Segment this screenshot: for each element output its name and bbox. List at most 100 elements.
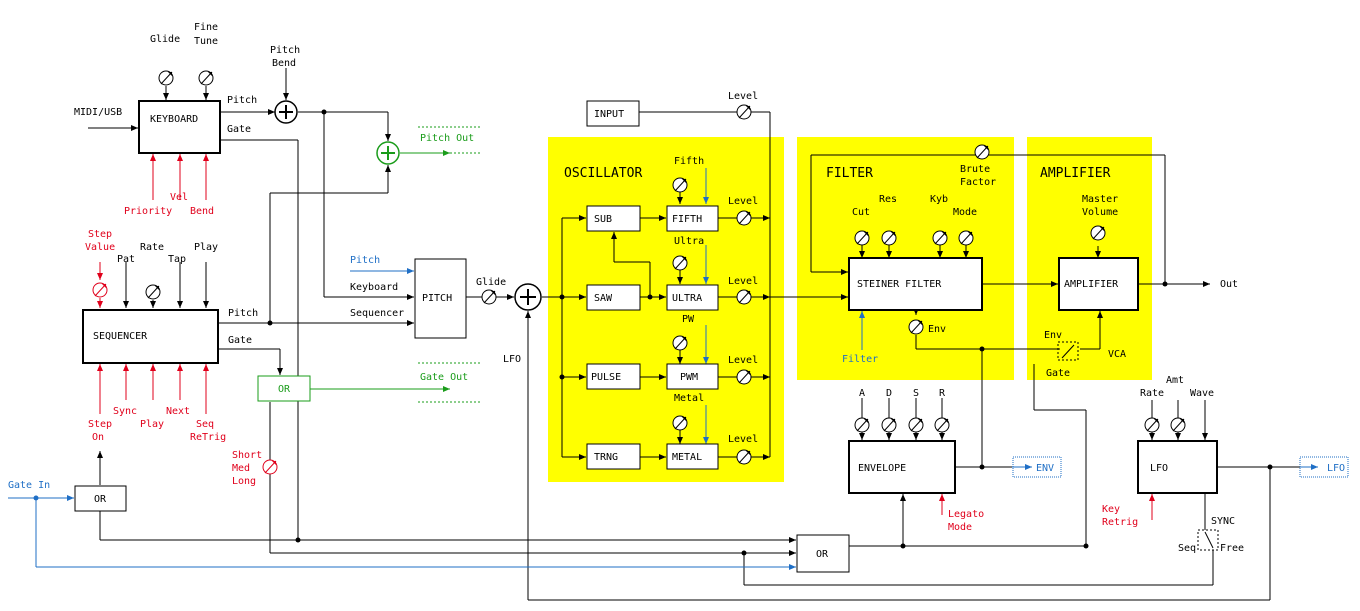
ultra-label: ULTRA: [672, 293, 702, 304]
lfo-module: [1137, 440, 1218, 494]
sub-level-knob[interactable]: [736, 210, 752, 226]
legato-mode-label-2: Mode: [948, 522, 972, 533]
lfo-amount-knob[interactable]: [1170, 417, 1186, 433]
pulse-level-knob[interactable]: [736, 369, 752, 385]
summer-keyboard: [274, 100, 298, 124]
steiner-filter-label: STEINER FILTER: [857, 279, 942, 290]
release-knob[interactable]: [934, 417, 950, 433]
sequencer-module: [82, 309, 219, 364]
knobs: [92, 70, 1186, 475]
vca-switch[interactable]: [1057, 341, 1079, 361]
seq-retrig-label-1: Seq: [196, 419, 214, 430]
envelope-module: [848, 440, 956, 494]
metal-shaper: [666, 443, 719, 470]
out-label: Out: [1220, 279, 1238, 290]
vel-label: Vel: [170, 192, 188, 203]
input-label: INPUT: [594, 109, 624, 120]
tune-label: Tune: [194, 36, 218, 47]
filter-env-knob[interactable]: [908, 319, 924, 335]
key-retrig-label-2: Retrig: [1102, 517, 1138, 528]
master-volume-label-1: Master: [1082, 194, 1118, 205]
filter-env-label: Env: [928, 324, 946, 335]
resonance-knob[interactable]: [881, 230, 897, 246]
lfo-rate-knob[interactable]: [1144, 417, 1160, 433]
amp-env-label: Env: [1044, 330, 1062, 341]
mode-knob[interactable]: [958, 230, 974, 246]
pitch-bend-label-1: Pitch: [270, 45, 300, 56]
pitch-module: [414, 258, 467, 339]
filter-blue-label: Filter: [842, 354, 878, 365]
legato-mode-label-1: Legato: [948, 509, 984, 520]
cutoff-knob[interactable]: [854, 230, 870, 246]
pulse-oscillator: [586, 363, 641, 390]
diagram-labels: Glide Fine Tune Pitch Bend MIDI/USB Pitc…: [8, 22, 1244, 554]
sequencer-pitch-label: Pitch: [228, 308, 258, 319]
saw-level-label: Level: [728, 276, 758, 287]
oscillator-section: [548, 137, 784, 482]
output-wires-green: [310, 126, 482, 403]
external-wires-blue: [8, 168, 1318, 570]
fifth-knob[interactable]: [672, 177, 688, 193]
or-gate-green-label: OR: [278, 384, 291, 395]
master-volume-knob[interactable]: [1090, 225, 1106, 241]
pitch-label: PITCH: [422, 293, 452, 304]
seq-switch-label: Seq: [1178, 543, 1196, 554]
glide-knob[interactable]: [158, 70, 174, 86]
or-gate-green: [257, 375, 311, 402]
kyb-knob[interactable]: [932, 230, 948, 246]
cut-label: Cut: [852, 207, 870, 218]
metal-knob[interactable]: [672, 415, 688, 431]
glide-label: Glide: [476, 277, 506, 288]
metal-knob-label: Metal: [674, 393, 704, 404]
input-level-knob[interactable]: [736, 104, 752, 120]
res-label: Res: [879, 194, 897, 205]
saw-level-knob[interactable]: [736, 289, 752, 305]
pulse-level-label: Level: [728, 355, 758, 366]
gate-length-knob[interactable]: [262, 459, 278, 475]
junction-dots: [33, 109, 1273, 556]
sync-label: Sync: [113, 406, 137, 417]
ultra-knob[interactable]: [672, 255, 688, 271]
rate-knob[interactable]: [145, 284, 161, 300]
lfo-output-label: LFO: [1327, 463, 1345, 474]
summer-pitch-out: [376, 141, 400, 165]
or-gate-input-label: OR: [94, 494, 107, 505]
glide-pitch-knob[interactable]: [481, 289, 497, 305]
saw-label: SAW: [594, 293, 613, 304]
steiner-filter-module: [848, 257, 983, 311]
amplifier-module: [1058, 257, 1139, 311]
fifth-shaper: [666, 205, 719, 232]
wave-label: Wave: [1190, 388, 1214, 399]
trng-oscillator: [586, 443, 641, 470]
midi-usb-label: MIDI/USB: [74, 107, 122, 118]
vca-label: VCA: [1108, 349, 1126, 360]
s-label: S: [913, 388, 919, 399]
glide-top-label: Glide: [150, 34, 180, 45]
lfo-rate-label: Rate: [1140, 388, 1164, 399]
bend-label: Bend: [190, 206, 214, 217]
a-label: A: [859, 388, 865, 399]
brute-factor-label-1: Brute: [960, 164, 990, 175]
envelope-label: ENVELOPE: [858, 463, 906, 474]
fine-tune-knob[interactable]: [198, 70, 214, 86]
or-gate-input: [74, 485, 127, 512]
lfo-sync-switch[interactable]: [1197, 529, 1219, 551]
tap-label: Tap: [168, 254, 186, 265]
pat-label: Pat: [117, 254, 135, 265]
sync-switch-label: SYNC: [1211, 516, 1235, 527]
sequencer-gate-label: Gate: [228, 335, 252, 346]
env-output-box: [1012, 456, 1062, 478]
attack-knob[interactable]: [854, 417, 870, 433]
sustain-knob[interactable]: [908, 417, 924, 433]
saw-oscillator: [586, 284, 641, 311]
step-value-knob[interactable]: [92, 282, 108, 298]
keyboard-module: [138, 100, 221, 154]
decay-knob[interactable]: [881, 417, 897, 433]
signal-wires: [88, 68, 1300, 601]
brute-factor-knob[interactable]: [974, 144, 990, 160]
trng-level-knob[interactable]: [736, 449, 752, 465]
step-on-label-2: On: [92, 432, 104, 443]
pw-knob[interactable]: [672, 335, 688, 351]
control-wires-red: [97, 154, 1155, 520]
